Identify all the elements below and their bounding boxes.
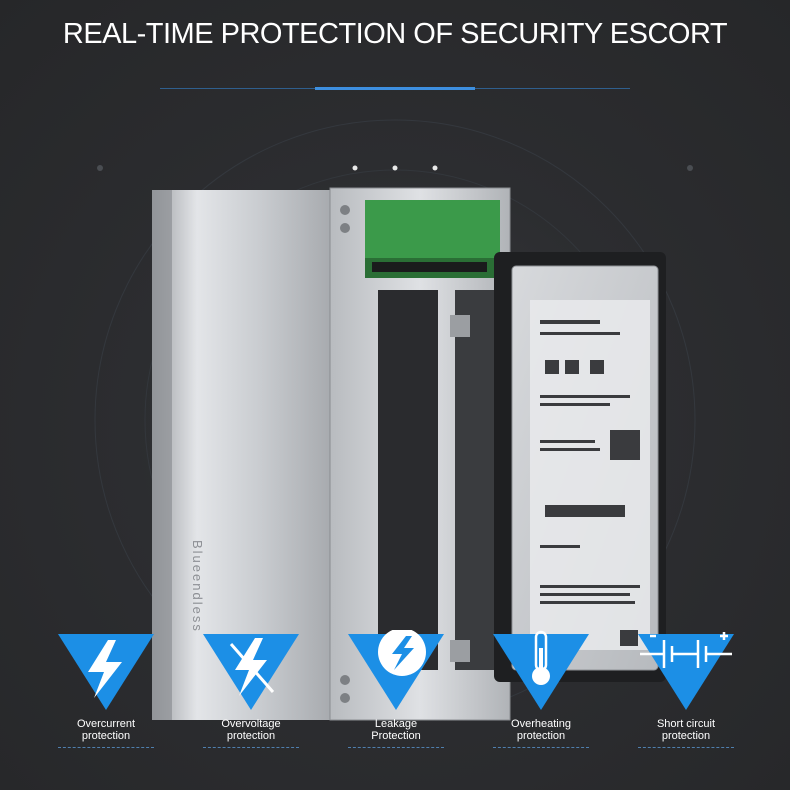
thermometer-icon bbox=[493, 630, 589, 710]
crossed-lightning-icon bbox=[203, 634, 299, 710]
feature-label-2: protection bbox=[661, 730, 711, 742]
electric-circle-icon bbox=[348, 630, 444, 710]
feature-overcurrent: Overcurrent protection bbox=[51, 630, 161, 748]
page-title: REAL-TIME PROTECTION OF SECURITY ESCORT bbox=[62, 18, 728, 50]
feature-underline bbox=[638, 747, 734, 748]
title-underline-highlight bbox=[315, 87, 475, 90]
feature-label-2: Protection bbox=[371, 730, 421, 742]
feature-label-1: Overheating bbox=[511, 718, 571, 730]
feature-label-2: protection bbox=[81, 730, 131, 742]
feature-label-1: Short circuit bbox=[656, 718, 716, 730]
lightning-icon bbox=[58, 634, 154, 710]
feature-overvoltage: Overvoltage protection bbox=[196, 630, 306, 748]
circuit-icon bbox=[638, 632, 734, 710]
feature-label-2: protection bbox=[226, 730, 276, 742]
feature-underline bbox=[58, 747, 154, 748]
feature-label-1: Overvoltage bbox=[221, 718, 281, 730]
feature-underline bbox=[348, 747, 444, 748]
feature-underline bbox=[203, 747, 299, 748]
features-row: Overcurrent protection Overvoltage prote… bbox=[0, 630, 790, 790]
feature-underline bbox=[493, 747, 589, 748]
feature-label-2: protection bbox=[516, 730, 566, 742]
feature-overheating: Overheating protection bbox=[486, 630, 596, 748]
brand-text: Blueendless bbox=[190, 540, 205, 633]
feature-label-1: Overcurrent bbox=[76, 718, 136, 730]
feature-short-circuit: Short circuit protection bbox=[631, 630, 741, 748]
feature-label-1: Leakage bbox=[374, 718, 418, 730]
feature-leakage: Leakage Protection bbox=[341, 630, 451, 748]
